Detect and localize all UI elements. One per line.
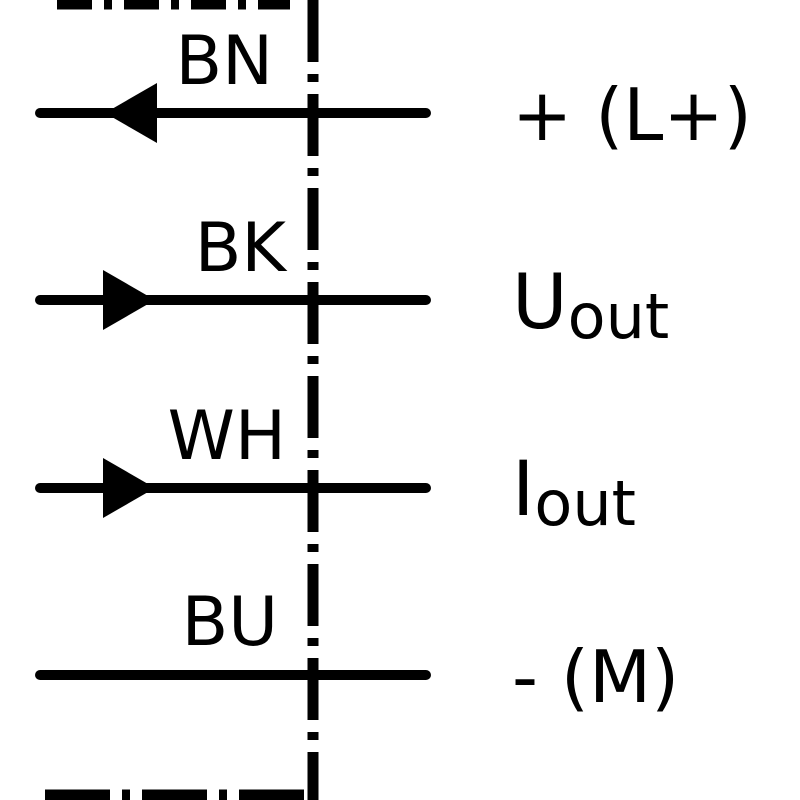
signal-label-supply: + (L+) [512,73,752,157]
signal-sub: out [534,467,636,540]
arrow-right-icon [103,458,155,518]
wire-code-bu: BU [182,583,278,662]
wire-code-wh: WH [168,397,286,476]
signal-label-ground: - (M) [512,635,679,719]
arrow-left-icon [105,83,157,143]
signal-main: U [512,257,568,346]
signal-sub: out [568,280,670,353]
wire-code-bk: BK [195,209,289,288]
signal-label-current-output: Iout [512,444,636,540]
signal-label-voltage-output: Uout [512,257,669,353]
wire-code-bn: BN [175,22,273,101]
arrow-right-icon [103,270,155,330]
signal-main: I [512,444,534,533]
